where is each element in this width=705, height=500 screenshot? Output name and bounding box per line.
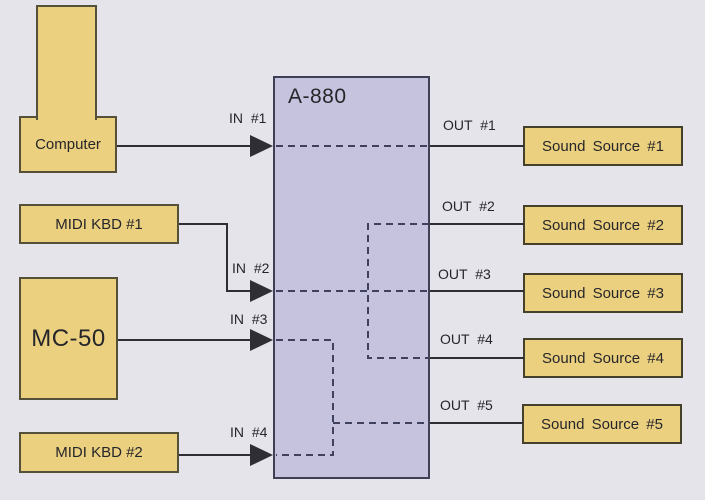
device-computer-label: Computer xyxy=(35,136,101,153)
sound-source-5: Sound Source #5 xyxy=(522,404,682,444)
sound-source-5-label: Sound Source #5 xyxy=(541,415,663,433)
in-2-arrowhead-icon xyxy=(250,280,273,302)
sound-source-4: Sound Source #4 xyxy=(523,338,683,378)
sound-source-3-label: Sound Source #3 xyxy=(542,284,664,302)
out-1-label: OUT #1 xyxy=(443,117,496,133)
device-midi-kbd-1: MIDI KBD #1 xyxy=(19,204,179,244)
in-4-label: IN #4 xyxy=(230,424,268,440)
device-midi-kbd-2: MIDI KBD #2 xyxy=(19,432,179,473)
sound-source-2: Sound Source #2 xyxy=(523,205,683,245)
sound-source-4-label: Sound Source #4 xyxy=(542,349,664,367)
in-3-label: IN #3 xyxy=(230,311,268,327)
device-midi-kbd-2-label: MIDI KBD #2 xyxy=(55,444,143,461)
sound-source-1-label: Sound Source #1 xyxy=(542,137,664,155)
device-midi-kbd-1-label: MIDI KBD #1 xyxy=(55,215,143,233)
in-1-label: IN #1 xyxy=(229,110,267,126)
out-5-label: OUT #5 xyxy=(440,397,493,413)
cable-kbd1-to-in2 xyxy=(179,223,253,292)
in-2-label: IN #2 xyxy=(232,260,270,276)
out-3-label: OUT #3 xyxy=(438,266,491,282)
sound-source-2-label: Sound Source #2 xyxy=(542,216,664,234)
in-3-arrowhead-icon xyxy=(250,329,273,351)
device-mc-50: MC-50 xyxy=(19,277,118,400)
device-mc-50-label: MC-50 xyxy=(31,324,106,352)
in-1-arrowhead-icon xyxy=(250,135,273,157)
sound-source-3: Sound Source #3 xyxy=(523,273,683,313)
patchbay-title: A-880 xyxy=(288,85,347,108)
in-4-arrowhead-icon xyxy=(250,444,273,466)
computer-monitor-shape xyxy=(36,5,97,120)
out-2-label: OUT #2 xyxy=(442,198,495,214)
patchbay-a880: A-880 xyxy=(273,76,430,479)
device-computer: Computer xyxy=(19,116,117,173)
sound-source-1: Sound Source #1 xyxy=(523,126,683,166)
out-4-label: OUT #4 xyxy=(440,331,493,347)
